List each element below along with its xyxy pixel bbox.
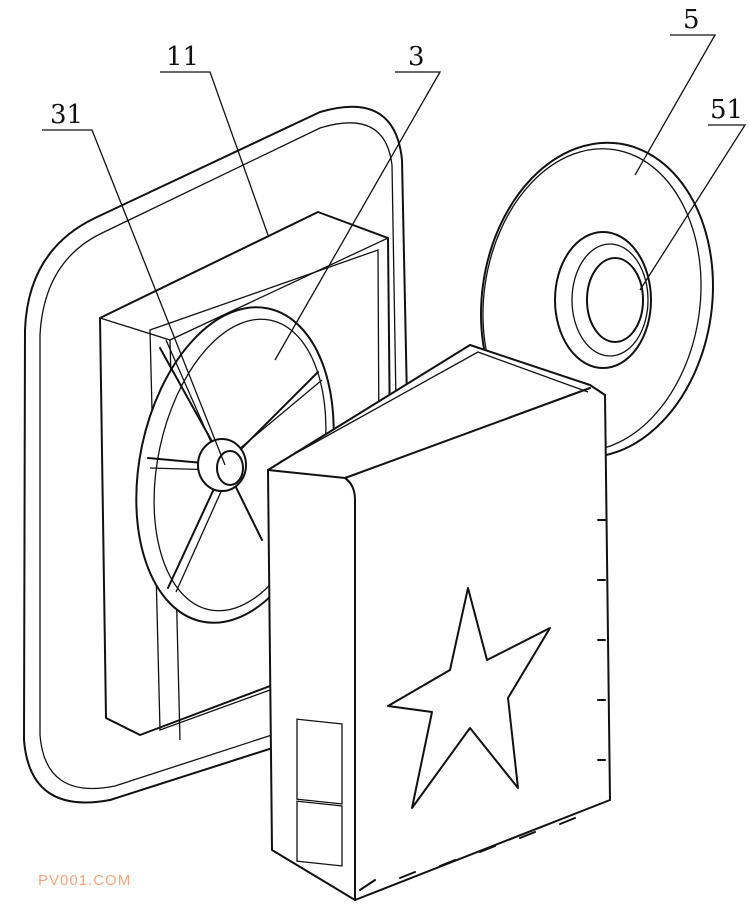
label-31: 31 — [50, 100, 84, 130]
box-body — [267, 344, 611, 901]
label-5: 5 — [683, 5, 700, 35]
knob-51 — [586, 257, 644, 343]
watermark: PV001.COM — [38, 872, 132, 889]
label-3: 3 — [408, 42, 425, 72]
label-51: 51 — [710, 95, 744, 125]
hub-31 — [197, 438, 247, 492]
leader-lines — [42, 34, 747, 466]
label-11: 11 — [166, 42, 200, 72]
star-emblem — [387, 587, 551, 809]
